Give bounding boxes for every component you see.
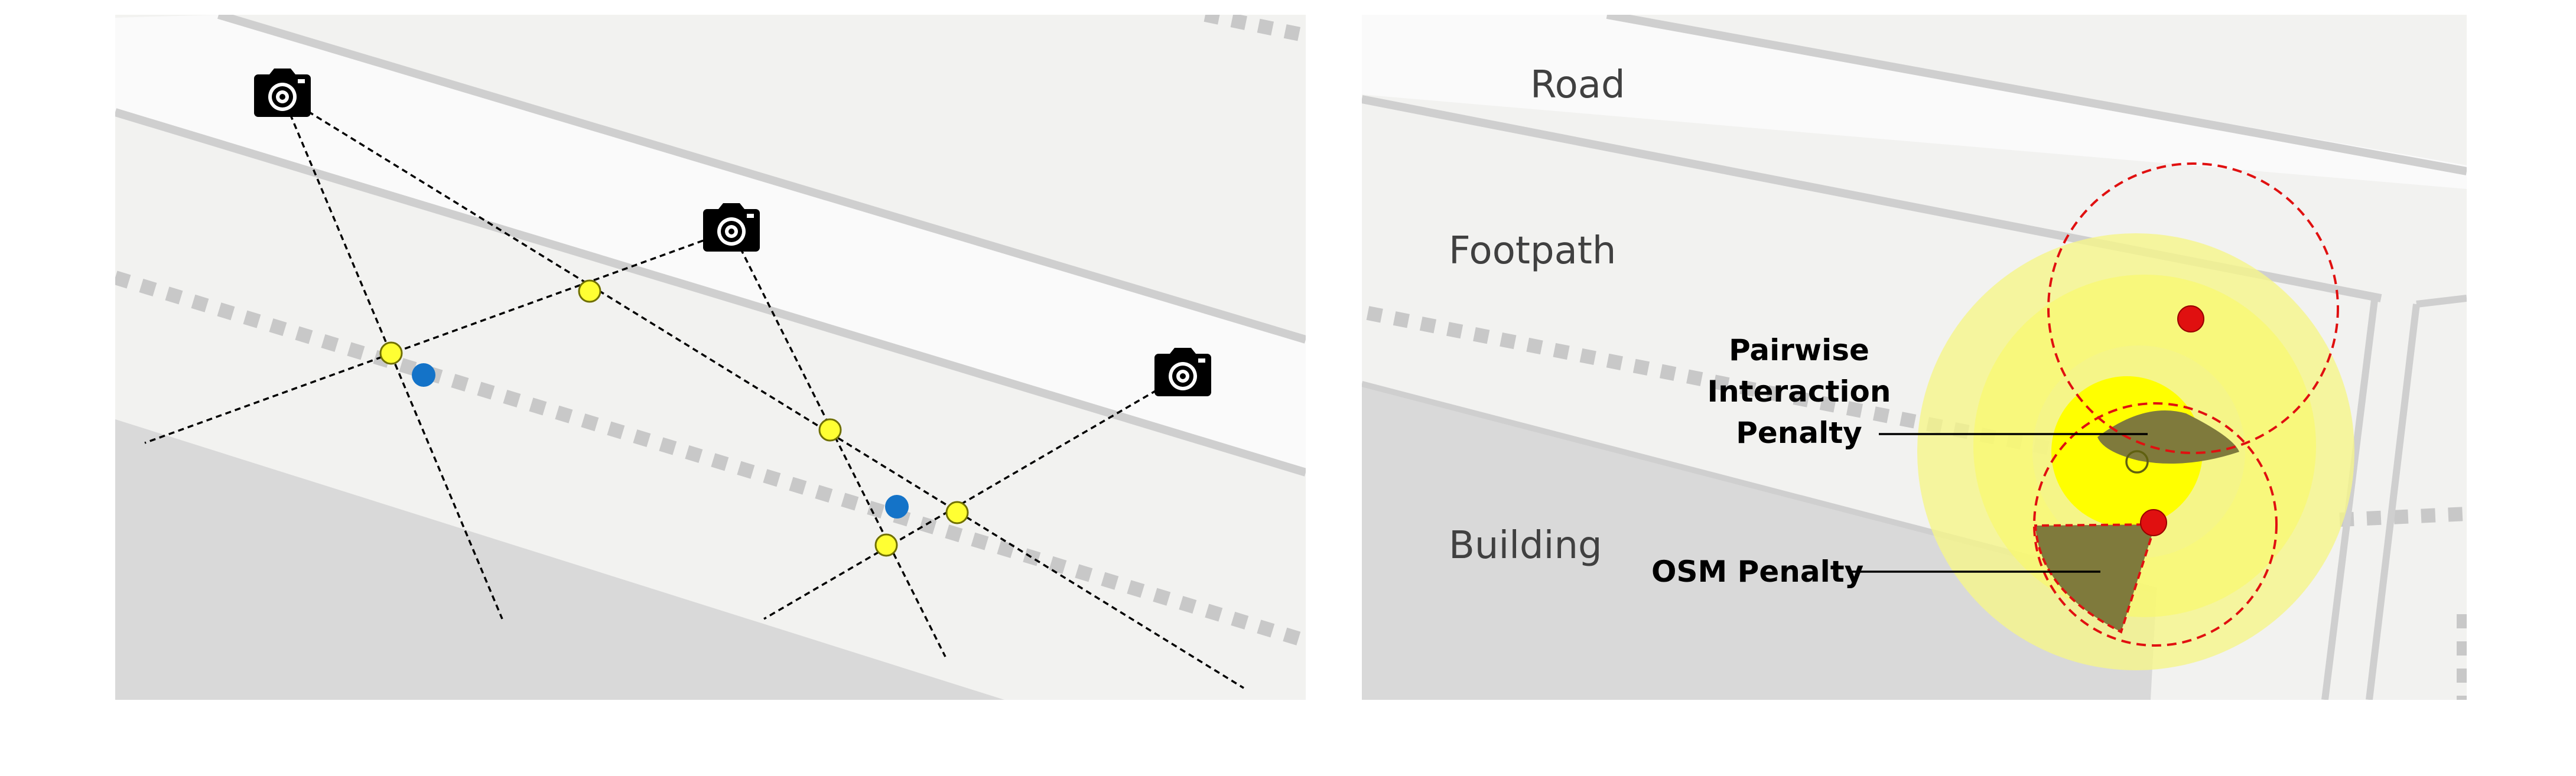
estimated-point	[412, 363, 435, 387]
osm-penalty-region	[2034, 523, 2157, 634]
object-point	[2140, 509, 2167, 536]
intersection-point	[818, 418, 842, 442]
pairwise-label-line: Pairwise	[1729, 333, 1869, 367]
uncertainty-circle	[2047, 162, 2339, 454]
right-map-panel: Road Footpath Building Pairwise Interact…	[1362, 15, 2467, 700]
camera-icon	[1154, 348, 1211, 396]
building-edge	[2366, 304, 2420, 700]
left-map-panel	[115, 15, 1306, 700]
camera-icon	[703, 203, 760, 252]
building	[1362, 384, 2157, 700]
pairwise-label-line: Interaction	[1707, 374, 1891, 409]
footpath-dash-line	[115, 270, 1306, 648]
intersection-point	[578, 279, 601, 303]
footpath-label: Footpath	[1449, 229, 1616, 273]
building	[115, 419, 1004, 700]
intersection-point	[945, 501, 969, 524]
ray	[282, 94, 1244, 689]
footpath-dash-line	[1204, 15, 1306, 43]
road-edge	[217, 15, 1306, 344]
intersection-points	[379, 279, 969, 557]
camera-icon	[254, 69, 311, 117]
building-edge	[2416, 295, 2467, 308]
footpath-dash-line	[2339, 507, 2467, 527]
road-edge	[1606, 15, 2467, 175]
estimated-point	[885, 495, 909, 519]
ray	[144, 229, 732, 444]
footpath-dash-line	[1366, 306, 2070, 459]
ring-marker	[2125, 450, 2149, 474]
pairwise-label-line: Penalty	[1736, 416, 1862, 450]
building-edge	[2321, 295, 2379, 700]
intersection-point	[379, 341, 403, 365]
pairwise-penalty-region	[2097, 410, 2239, 464]
building-label: Building	[1449, 524, 1602, 568]
osm-penalty-label: OSM Penalty	[1651, 555, 1863, 589]
ray	[763, 374, 1183, 620]
intersection-point	[874, 533, 898, 557]
road	[1362, 15, 2467, 189]
uncertainty-circle	[2033, 402, 2278, 647]
road-label: Road	[1530, 63, 1625, 107]
object-point	[2177, 305, 2204, 332]
